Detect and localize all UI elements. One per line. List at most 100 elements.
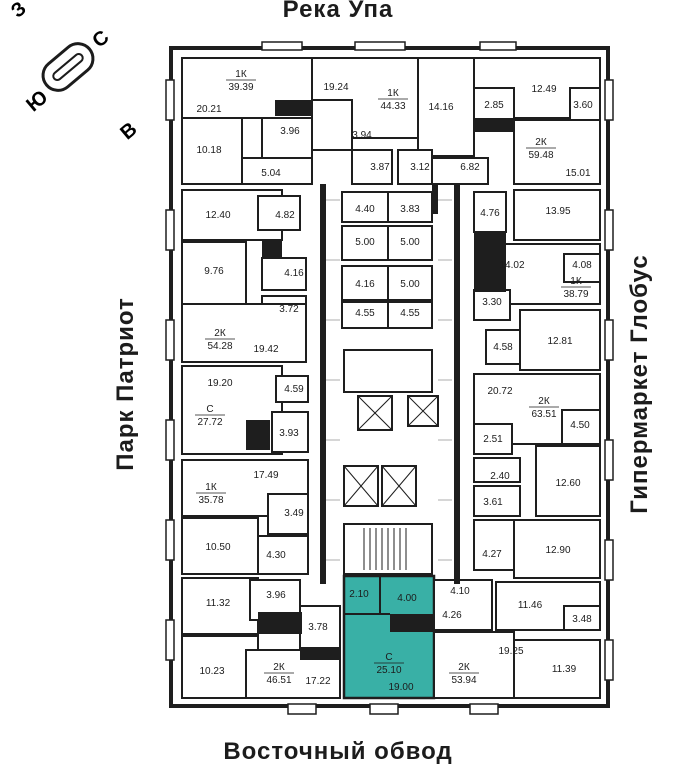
room-area: 19.00 bbox=[388, 682, 413, 693]
room-area: 13.95 bbox=[545, 206, 570, 217]
apartment-type: С bbox=[206, 404, 213, 415]
apartment-area: 54.28 bbox=[207, 341, 232, 352]
room-area: 10.50 bbox=[205, 542, 230, 553]
room-area: 3.94 bbox=[352, 130, 372, 141]
building-core bbox=[343, 349, 439, 575]
room-area: 2.40 bbox=[490, 471, 510, 482]
apartment-area: 53.94 bbox=[451, 675, 476, 686]
compass-north: С bbox=[88, 26, 113, 52]
room-area: 4.82 bbox=[275, 210, 295, 221]
room-area: 2.51 bbox=[483, 434, 503, 445]
room-area: 6.82 bbox=[460, 162, 480, 173]
apartment-area: 59.48 bbox=[528, 150, 553, 161]
apartment-type: 2К bbox=[538, 396, 550, 407]
room-area: 4.55 bbox=[355, 308, 375, 319]
apartment-labels: 1К 39.39 1К 44.33 2К 59.48 2К 54.28 1К 38.79С 27.7… bbox=[195, 69, 591, 686]
room-area: 19.20 bbox=[207, 378, 232, 389]
apartment-type: 2К bbox=[273, 662, 285, 673]
room-area: 9.76 bbox=[204, 266, 224, 277]
selected-apartment[interactable] bbox=[342, 574, 436, 700]
room-area: 14.16 bbox=[428, 102, 453, 113]
room-area: 4.27 bbox=[482, 549, 502, 560]
room-area: 4.30 bbox=[266, 550, 286, 561]
apartment-area: 63.51 bbox=[531, 409, 556, 420]
room-area: 4.16 bbox=[284, 268, 304, 279]
room-area: 3.30 bbox=[482, 297, 502, 308]
room-area: 12.81 bbox=[547, 336, 572, 347]
room-area: 2.10 bbox=[349, 589, 369, 600]
room-area: 3.96 bbox=[266, 590, 286, 601]
room-area: 5.00 bbox=[400, 237, 420, 248]
compass-west: З bbox=[7, 0, 31, 22]
apartment-area: 44.33 bbox=[380, 101, 405, 112]
room-area: 17.22 bbox=[305, 676, 330, 687]
room-area: 14.02 bbox=[499, 260, 524, 271]
apartment-type: С bbox=[385, 652, 392, 663]
room-area: 3.83 bbox=[400, 204, 420, 215]
room-area: 20.21 bbox=[196, 104, 221, 115]
room-area: 10.18 bbox=[196, 145, 221, 156]
apartment-type: 2К bbox=[535, 137, 547, 148]
compass-east: В bbox=[116, 118, 141, 144]
room-area: 12.40 bbox=[205, 210, 230, 221]
room-area: 19.42 bbox=[253, 344, 278, 355]
room-area: 19.24 bbox=[323, 82, 348, 93]
room-area: 3.12 bbox=[410, 162, 430, 173]
room-area: 5.00 bbox=[400, 279, 420, 290]
room-area: 3.93 bbox=[279, 428, 299, 439]
room-area: 19.25 bbox=[498, 646, 523, 657]
apartment-area: 46.51 bbox=[266, 675, 291, 686]
room-area: 12.49 bbox=[531, 84, 556, 95]
room-area: 4.00 bbox=[397, 593, 417, 604]
room-area: 4.40 bbox=[355, 204, 375, 215]
room-area: 3.60 bbox=[573, 100, 593, 111]
room-labels: 20.21 10.18 3.96 5.04 19.24 3.94 14.16 2.85 12.4… bbox=[196, 82, 593, 693]
apartment-type: 1К bbox=[205, 482, 217, 493]
room-area: 17.49 bbox=[253, 470, 278, 481]
room-area: 11.32 bbox=[206, 598, 231, 609]
room-area: 10.23 bbox=[199, 666, 224, 677]
apartment-area: 25.10 bbox=[376, 665, 401, 676]
windows bbox=[165, 41, 614, 715]
compass-south: Ю bbox=[22, 86, 52, 116]
room-area: 4.50 bbox=[570, 420, 590, 431]
room-area: 4.08 bbox=[572, 260, 592, 271]
apartment-type: 2К bbox=[214, 328, 226, 339]
apartment-type: 1К bbox=[235, 69, 247, 80]
room-area: 2.85 bbox=[484, 100, 504, 111]
room-area: 4.76 bbox=[480, 208, 500, 219]
room-area: 4.10 bbox=[450, 586, 470, 597]
room-area: 3.72 bbox=[279, 304, 299, 315]
room-area: 12.60 bbox=[555, 478, 580, 489]
apartment-area: 39.39 bbox=[228, 82, 253, 93]
room-area: 5.00 bbox=[355, 237, 375, 248]
room-area: 3.61 bbox=[483, 497, 503, 508]
room-area: 4.59 bbox=[284, 384, 304, 395]
river-label: Река Упа bbox=[282, 0, 394, 23]
room-area: 20.72 bbox=[487, 386, 512, 397]
room-area: 4.16 bbox=[355, 279, 375, 290]
apartment-area: 27.72 bbox=[197, 417, 222, 428]
room-area: 4.26 bbox=[442, 610, 462, 621]
room-area: 4.55 bbox=[400, 308, 420, 319]
apartment-type: 1К bbox=[570, 276, 582, 287]
room-area: 3.48 bbox=[572, 614, 592, 625]
room-area: 12.90 bbox=[545, 545, 570, 556]
room-area: 3.87 bbox=[370, 162, 390, 173]
room-area: 3.49 bbox=[284, 508, 304, 519]
corridor-pattern bbox=[326, 199, 452, 561]
walls bbox=[246, 100, 514, 660]
apartment-type: 1К bbox=[387, 88, 399, 99]
compass: З С Ю В bbox=[7, 0, 142, 144]
road-label: Восточный обвод bbox=[223, 738, 453, 765]
rooms bbox=[181, 57, 601, 700]
room-area: 5.04 bbox=[261, 168, 281, 179]
apartment-area: 35.78 bbox=[198, 495, 223, 506]
room-area: 4.58 bbox=[493, 342, 513, 353]
apartment-type: 2К bbox=[458, 662, 470, 673]
apartment-area: 38.79 bbox=[563, 289, 588, 300]
room-area: 15.01 bbox=[565, 168, 590, 179]
room-area: 11.39 bbox=[552, 664, 577, 675]
room-area: 3.96 bbox=[280, 126, 300, 137]
